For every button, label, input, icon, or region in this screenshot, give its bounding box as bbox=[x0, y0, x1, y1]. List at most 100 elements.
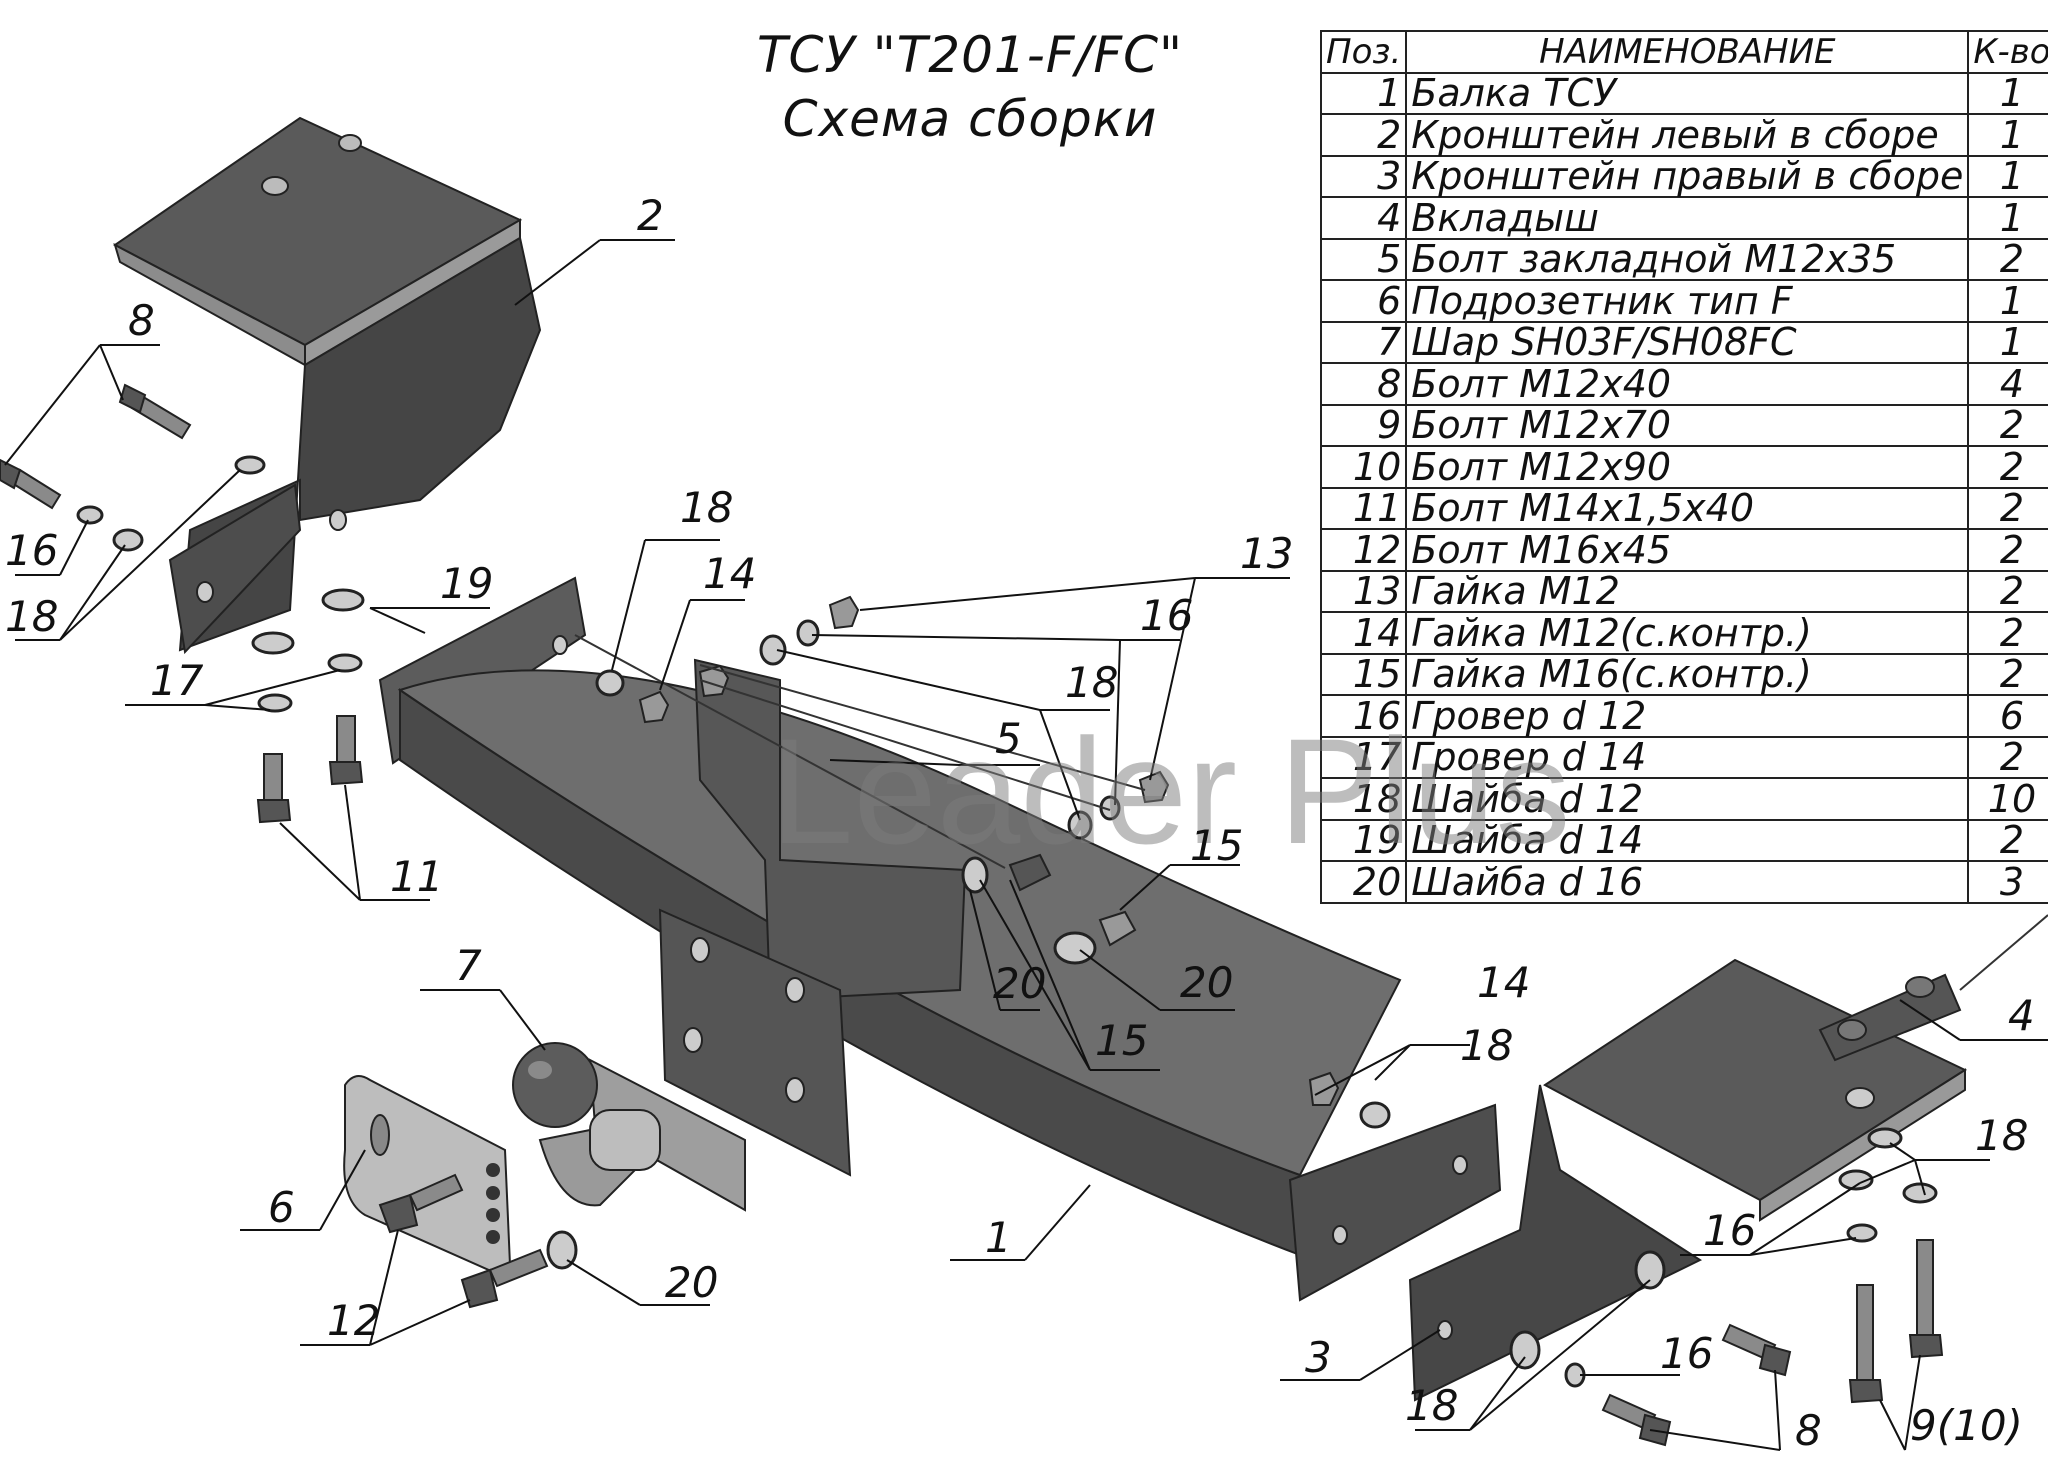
callout-16: 16 bbox=[5, 526, 59, 575]
callout-3: 3 bbox=[1305, 1333, 1332, 1382]
callout-8: 8 bbox=[1795, 1406, 1822, 1455]
callout-16: 16 bbox=[1140, 591, 1194, 640]
spec-qty: 2 bbox=[1967, 735, 2048, 779]
spec-qty: 1 bbox=[1967, 279, 2048, 323]
spec-name: Шайба d 16 bbox=[1405, 860, 1970, 904]
callout-18: 18 bbox=[5, 592, 59, 641]
callout-6: 6 bbox=[268, 1183, 295, 1232]
part-5-plate bbox=[658, 658, 967, 1177]
spec-pos: 10 bbox=[1319, 445, 1408, 489]
spec-pos: 4 bbox=[1319, 196, 1408, 240]
spec-pos: 16 bbox=[1319, 694, 1408, 738]
spec-pos: 12 bbox=[1319, 528, 1408, 572]
spec-pos: 14 bbox=[1319, 611, 1408, 655]
spec-pos: 18 bbox=[1319, 777, 1408, 821]
callout-13: 13 bbox=[1240, 529, 1294, 578]
leader-lines bbox=[4, 239, 2048, 1451]
part-7-tow-ball bbox=[512, 1042, 746, 1212]
spec-name: Болт М14х1,5х40 bbox=[1405, 486, 1970, 530]
spec-qty: 2 bbox=[1967, 237, 2048, 281]
callout-18: 18 bbox=[680, 483, 734, 532]
spec-pos: 6 bbox=[1319, 279, 1408, 323]
spec-name: Болт М12х90 bbox=[1405, 445, 1970, 489]
spec-pos: 5 bbox=[1319, 237, 1408, 281]
callout-4: 4 bbox=[2008, 991, 2035, 1040]
callout-16: 16 bbox=[1703, 1206, 1757, 1255]
callout-14: 14 bbox=[703, 549, 757, 598]
part-8-bolts-right bbox=[1601, 1323, 1792, 1447]
diagram-title: ТСУ "Т201-F/FC" bbox=[756, 26, 1184, 84]
callout-15: 15 bbox=[1095, 1016, 1149, 1065]
spec-qty: 2 bbox=[1967, 486, 2048, 530]
spec-pos: 3 bbox=[1319, 154, 1408, 198]
spec-qty: 1 bbox=[1967, 320, 2048, 364]
spec-name: Гайка М12(с.контр.) bbox=[1405, 611, 1970, 655]
callout-7: 7 bbox=[455, 941, 482, 990]
callout-20: 20 bbox=[993, 959, 1047, 1008]
spec-pos: 17 bbox=[1319, 735, 1408, 779]
spec-qty: 4 bbox=[1967, 362, 2048, 406]
spec-pos: 7 bbox=[1319, 320, 1408, 364]
assembly-axis-lines bbox=[574, 634, 2048, 991]
callout-8: 8 bbox=[128, 296, 155, 345]
spec-name: Гровер d 12 bbox=[1405, 694, 1970, 738]
callout-9-10: 9(10) bbox=[1910, 1401, 2023, 1450]
spec-name: Кронштейн правый в сборе bbox=[1405, 154, 1970, 198]
part-9-10-bolts bbox=[1848, 1239, 1944, 1404]
callout-11: 11 bbox=[390, 852, 444, 901]
spec-name: Шайба d 12 bbox=[1405, 777, 1970, 821]
spec-qty: 2 bbox=[1967, 569, 2048, 613]
spec-pos: 2 bbox=[1319, 113, 1408, 157]
spec-pos: 13 bbox=[1319, 569, 1408, 613]
spec-pos: 20 bbox=[1319, 860, 1408, 904]
spec-qty: 2 bbox=[1967, 611, 2048, 655]
spec-qty: 6 bbox=[1967, 694, 2048, 738]
spec-name: Болт М12х40 bbox=[1405, 362, 1970, 406]
spec-pos: 9 bbox=[1319, 403, 1408, 447]
header-name: НАИМЕНОВАНИЕ bbox=[1405, 30, 1970, 74]
header-qty: К-во bbox=[1967, 30, 2048, 74]
callout-12: 12 bbox=[327, 1296, 381, 1345]
spec-name: Болт М12х70 bbox=[1405, 403, 1970, 447]
spec-qty: 2 bbox=[1967, 652, 2048, 696]
spec-pos: 11 bbox=[1319, 486, 1408, 530]
header-pos: Поз. bbox=[1319, 30, 1408, 74]
callout-18: 18 bbox=[1460, 1021, 1514, 1070]
part-8-bolts-left bbox=[0, 383, 192, 510]
part-4-insert bbox=[1818, 973, 1962, 1062]
spec-name: Болт закладной М12х35 bbox=[1405, 237, 1970, 281]
spec-qty: 10 bbox=[1967, 777, 2048, 821]
spec-name: Гайка М12 bbox=[1405, 569, 1970, 613]
washers-and-nuts bbox=[76, 455, 1938, 1388]
spec-header-row: Поз. НАИМЕНОВАНИЕ К-во bbox=[1319, 30, 2048, 74]
callout-1: 1 bbox=[985, 1213, 1012, 1262]
spec-name: Гровер d 14 bbox=[1405, 735, 1970, 779]
callout-18: 18 bbox=[1975, 1111, 2029, 1160]
spec-qty: 2 bbox=[1967, 528, 2048, 572]
callout-5: 5 bbox=[995, 714, 1022, 763]
callout-15: 15 bbox=[1190, 821, 1244, 870]
spec-name: Балка ТСУ bbox=[1405, 71, 1970, 115]
spec-name: Шайба d 14 bbox=[1405, 818, 1970, 862]
spec-pos: 19 bbox=[1319, 818, 1408, 862]
spec-name: Подрозетник тип F bbox=[1405, 279, 1970, 323]
diagram-subtitle: Схема сборки bbox=[782, 90, 1158, 148]
